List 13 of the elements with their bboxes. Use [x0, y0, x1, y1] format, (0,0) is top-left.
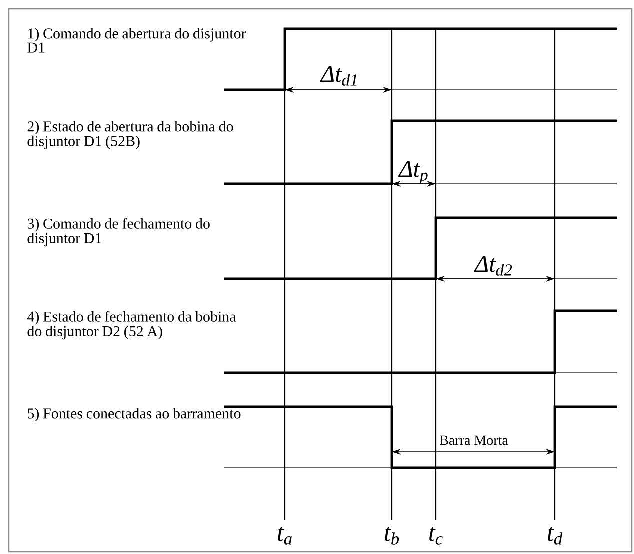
signal-label: 5) Fontes conectadas ao barramento: [28, 408, 241, 422]
signal-label: 2) Estado de abertura da bobina do disjuntor D1 (52B): [28, 121, 234, 150]
time-label: t$_{d}$: [548, 526, 563, 545]
time-label: t$_{c}$: [430, 526, 443, 545]
signal-label: 1) Comando de abertura do disjuntor D1: [28, 28, 246, 53]
time-label: t$_{a}$: [278, 526, 292, 545]
signal-label: 4) Estado de fechamento da bobina do disjuntor D2 (52 A): [28, 311, 236, 340]
time-label: t$_{b}$: [385, 526, 400, 545]
duration-label: Δt$_{d1}$: [320, 66, 357, 86]
dimension-label: Barra Morta: [440, 436, 508, 446]
signal-label: 3) Comando de fechamento do disjuntor D1: [28, 218, 210, 247]
duration-label: Δt$_{p}$: [398, 161, 428, 184]
duration-label: Δt$_{d2}$: [474, 256, 512, 276]
